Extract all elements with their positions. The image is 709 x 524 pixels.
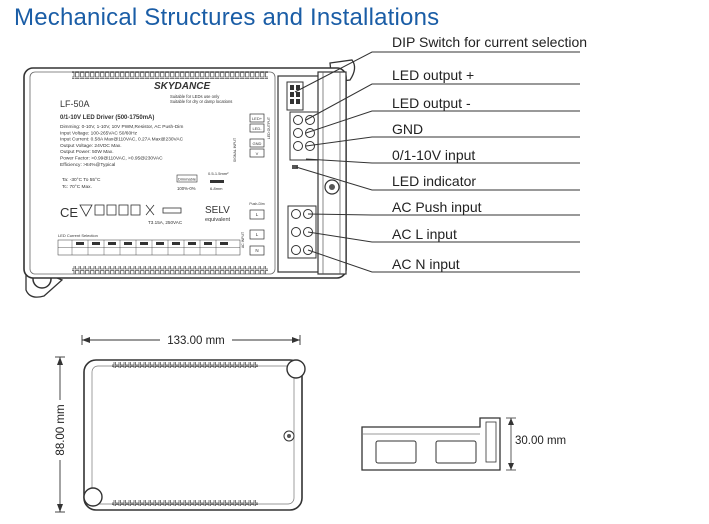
spec-line: Output Power: 50W Max. [60, 149, 114, 155]
cert-icon-2 [118, 204, 129, 216]
ta-label: Ta: -30°C To 55°C [62, 177, 101, 183]
brand-logo: SKYDANCE [154, 81, 210, 92]
callout-led-indicator: LED indicator [392, 173, 476, 189]
selv-sub-label: equivalent [205, 217, 231, 223]
callout-ac-push-input: AC Push input [392, 199, 482, 215]
dim-range-label: 100%-0% [177, 186, 196, 191]
current-selection-table [57, 239, 241, 256]
current-selection-title: LED Current Selection [58, 233, 98, 238]
callout-dip-switch: DIP Switch for current selection [392, 34, 587, 50]
tc-label: Tc: 70°C Max. [62, 184, 92, 190]
selv-label: SELV [205, 205, 230, 216]
callout-labels: DIP Switch for current selection LED out… [392, 34, 587, 272]
spec-line: Dimming: 0-10V, 1-10V, 10V PWM,Resistor,… [60, 124, 183, 130]
product-label: 0/1-10V LED Driver (500-1750mA) [60, 115, 154, 121]
ac-input-vertical-label: AC INPUT [241, 231, 245, 248]
page-title: Mechanical Structures and Installations [14, 4, 440, 31]
terminal-n-label: N [255, 248, 258, 253]
signal-input-vertical-label: SIGNAL INPUT [233, 137, 237, 162]
width-dimension: 88.00 mm [55, 404, 67, 455]
warning-triangle-icon [79, 204, 93, 217]
brand-note-1: Suitable for LEDs use only [170, 94, 220, 99]
svg-text:L: L [256, 212, 259, 217]
brand-note-2: Suitable for dry or damp locations [170, 99, 232, 104]
callout-led-output-minus: LED output - [392, 95, 471, 111]
terminal-l-label: L [256, 232, 259, 237]
dimmable-badge: Dimmable [178, 177, 197, 182]
wire-gauge-label: 0.5-1.5mm² [208, 171, 229, 176]
callout-ac-n-input: AC N input [392, 256, 460, 272]
spec-line: Input Current: 0.58A Max@110VAC, 0.27A M… [60, 137, 184, 143]
building-icon [94, 204, 105, 216]
terminal-push-label: Push-Dim [249, 202, 264, 206]
length-dimension: 133.00 mm [167, 335, 225, 347]
cert-icon-3 [130, 204, 141, 216]
fuse-rating-label: T3.15A, 250VAC [148, 220, 183, 225]
callout-ac-l-input: AC L input [392, 226, 457, 242]
terminal-gnd-label: GND [253, 141, 262, 146]
spec-line: Input Voltage: 100-265VAC 50/60Hz [60, 130, 138, 136]
fuse-icon [162, 207, 182, 214]
callout-dimming-input: 0/1-10V input [392, 147, 475, 163]
callout-gnd: GND [392, 121, 423, 137]
ce-mark-icon: CE [60, 205, 78, 220]
spec-lines: Dimming: 0-10V, 1-10V, 10V PWM,Resistor,… [60, 124, 184, 168]
callout-lines [294, 51, 580, 273]
height-dimension: 30.00 mm [515, 435, 566, 447]
terminal-led-minus-label: LED- [252, 126, 262, 131]
led-output-vertical-label: LED OUTPUT [267, 116, 271, 139]
spec-line: Output Voltage: 24VDC Max. [60, 143, 122, 149]
model-label: LF-50A [60, 99, 90, 109]
terminal-ctrl-label: V [256, 151, 259, 156]
strip-length-label: 6-8mm [210, 186, 223, 191]
terminal-led-plus-label: LED+ [252, 116, 263, 121]
spec-line: Efficiency: >84%@Typical [60, 162, 115, 168]
spec-line: Power Factor: >0.99@110VAC, >0.95@230VAC [60, 156, 163, 162]
dimension-side-view: 30.00 mm [361, 417, 576, 471]
weee-bin-icon [145, 204, 155, 216]
dimension-top-view: 133.00 mm 88.00 mm [52, 332, 306, 513]
callout-led-output-plus: LED output + [392, 67, 474, 83]
driver-top-view: LED+ LED- GND V Push-Dim L L N LED OUTPU… [23, 59, 356, 298]
cert-icon [106, 204, 117, 216]
